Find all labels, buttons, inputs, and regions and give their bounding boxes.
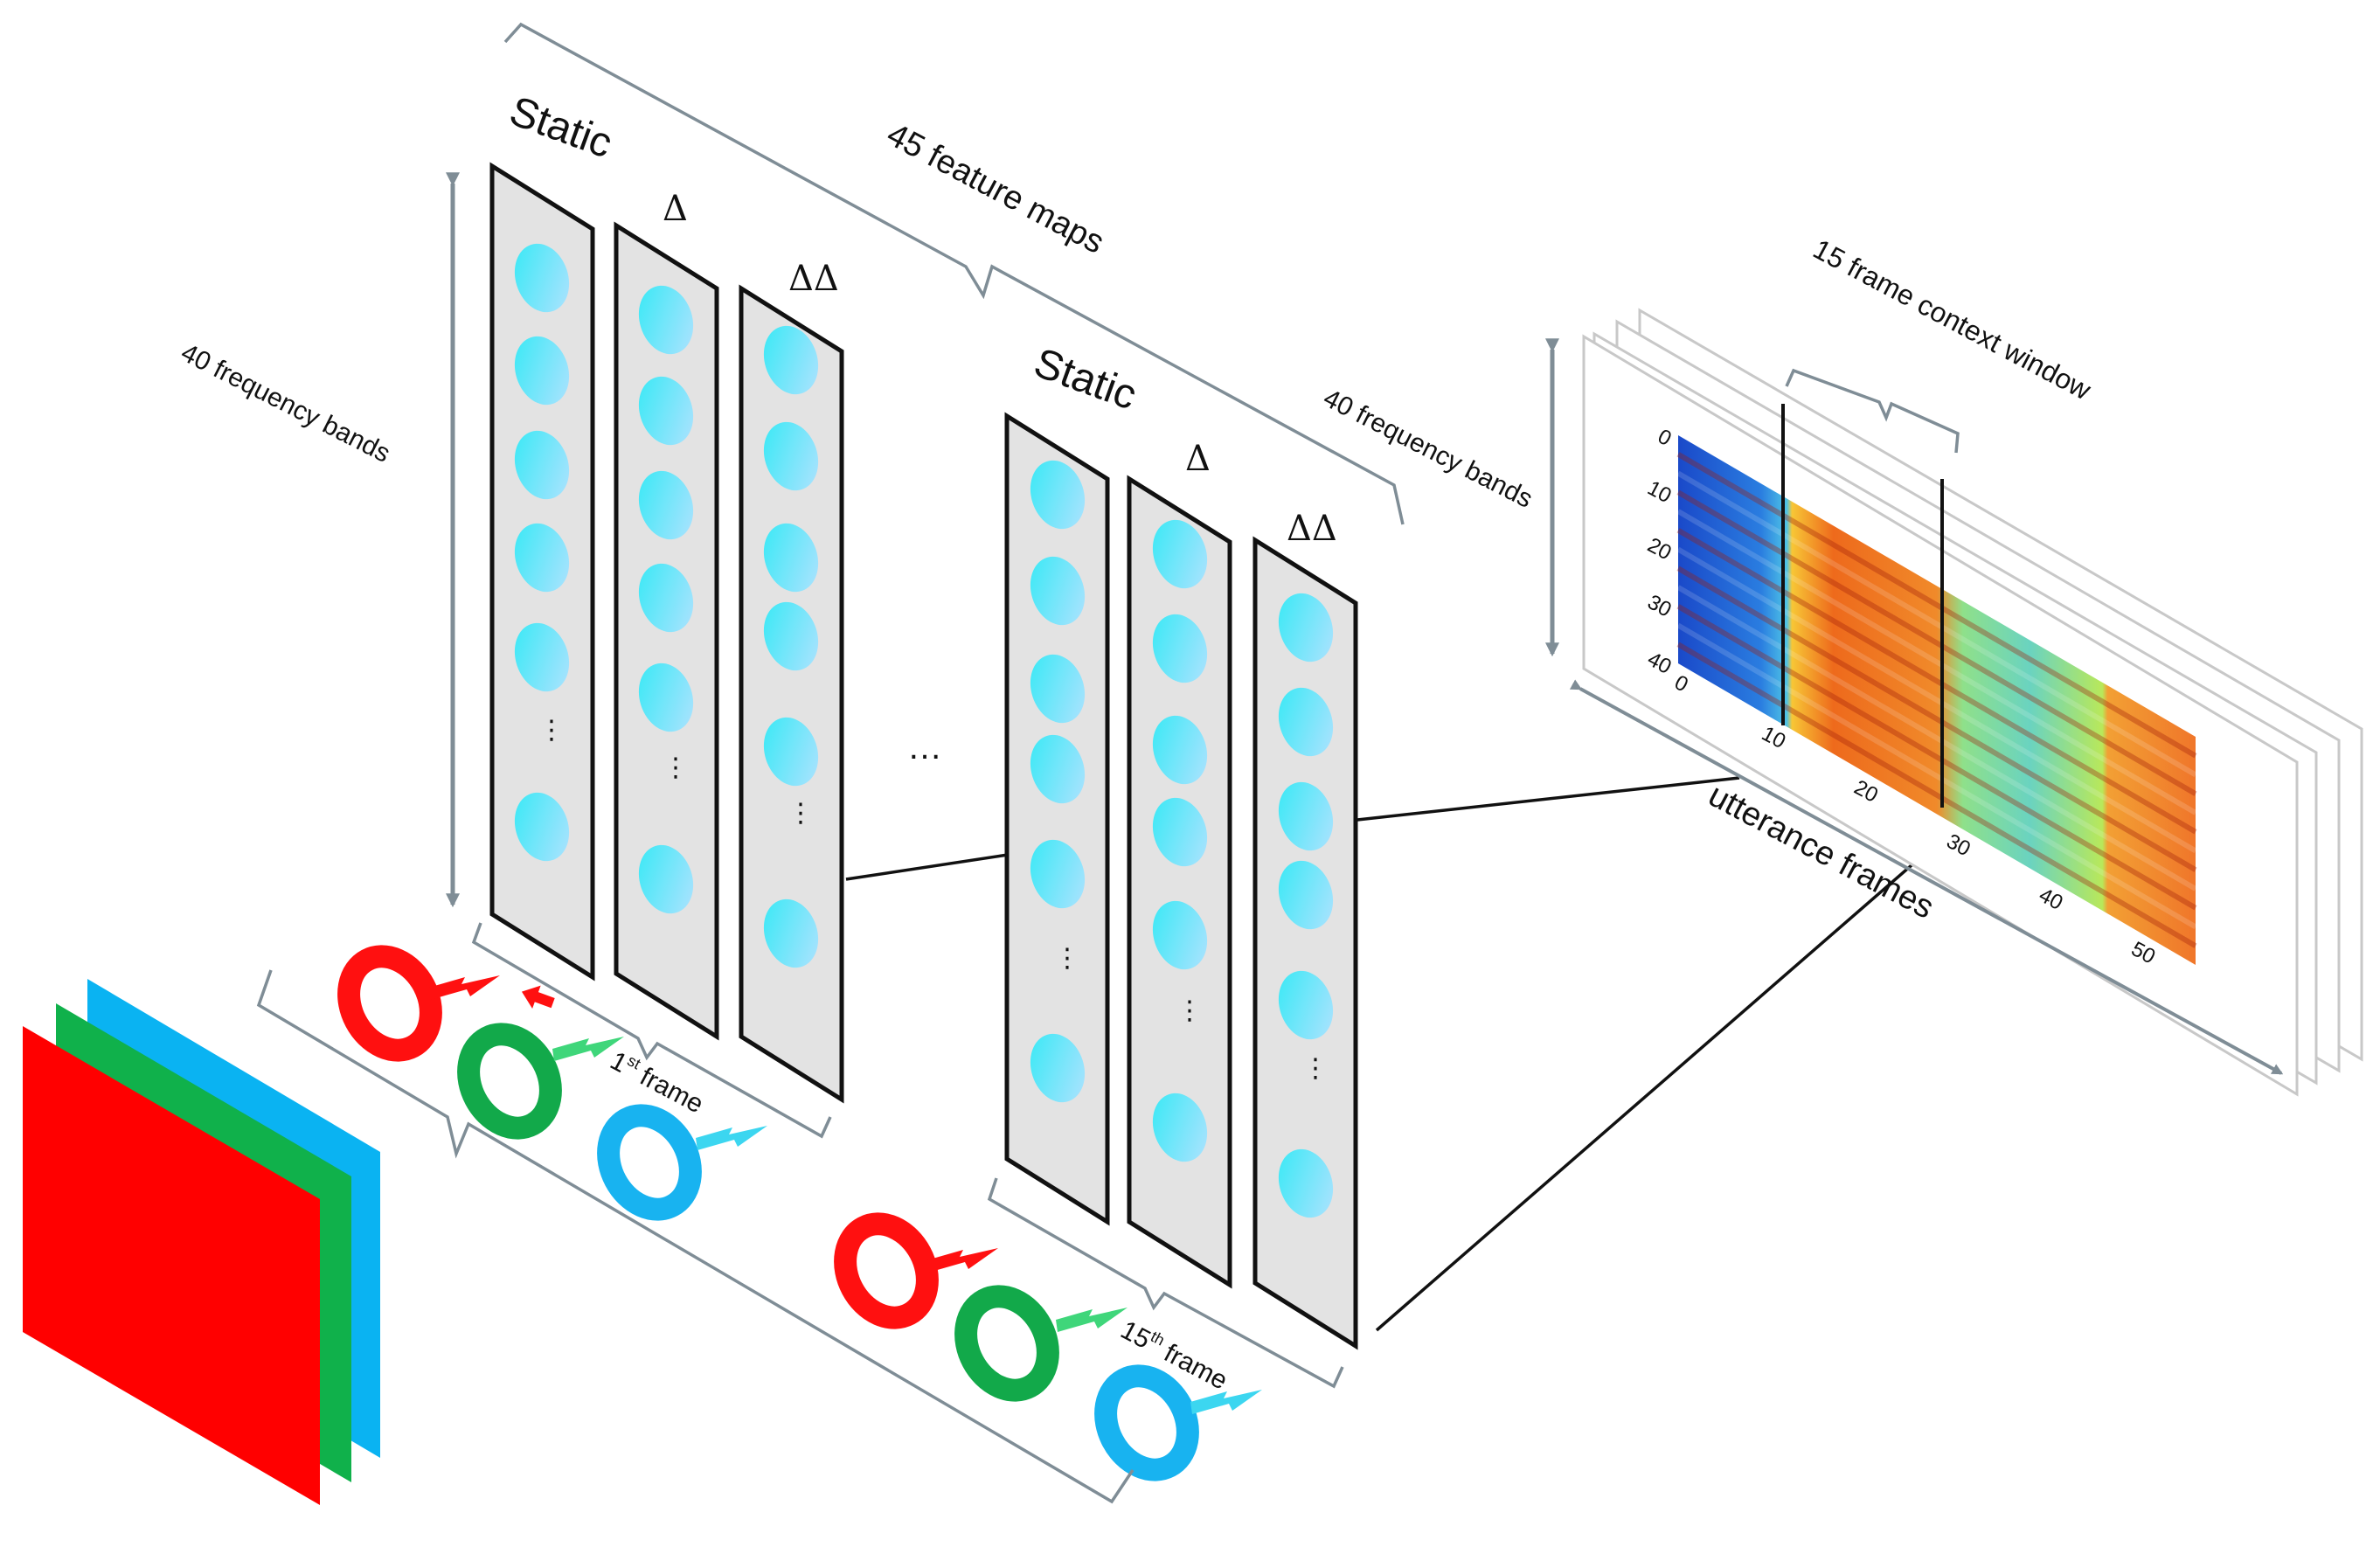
node-circle [763,717,819,787]
node-circle [638,563,694,633]
node-circle [1278,1148,1334,1218]
feature-maps-bracket [503,22,1405,525]
node-circle [763,325,819,395]
delta-label-1: Δ [663,189,688,229]
node-circle [1030,654,1086,724]
node-circle [1152,797,1208,867]
feature-group-1: Static Δ ΔΔ ⋮ ⋮ ⋮ [489,88,844,1104]
node-circle [638,470,694,540]
bottom-bracket [256,969,1134,1504]
first-frame-bracket [471,922,832,1139]
static-column-1: ⋮ [489,162,595,982]
fifteenth-frame-number: 15 [1116,1315,1155,1355]
red-arrow-1 [428,975,500,1000]
blue-ring-15 [1094,1364,1199,1481]
context-window-bracket [1785,368,1960,454]
node-circle [1278,970,1334,1040]
column-dots: ⋮ [1176,996,1203,1025]
node-circle [514,336,570,406]
node-circle [514,243,570,313]
delta-column-2: ⋮ [1127,475,1232,1289]
delta2-column-1: ⋮ [739,284,844,1104]
columns-ellipsis: … [907,728,942,767]
utterance-frames-arrow [1569,679,2284,1075]
delta2-label-1: ΔΔ [788,259,839,299]
delta2-label-2: ΔΔ [1287,509,1337,549]
freq-bands-left-label: 40 frequency bands [177,338,395,468]
red-arrow-15 [926,1248,998,1273]
node-circle [1278,781,1334,851]
node-circle [514,523,570,593]
delta2-column-2: ⋮ [1252,536,1358,1350]
context-window-label: 15 frame context window [1808,232,2097,406]
fifteenth-frame-bracket [987,1177,1344,1389]
red-plane [23,1026,320,1505]
node-circle [1030,460,1086,530]
green-arrow-15 [1056,1308,1128,1332]
node-circle [1278,593,1334,663]
node-circle [1152,614,1208,683]
node-circle [514,622,570,692]
static-label-1: Static [503,88,618,168]
delta-label-2: Δ [1185,439,1211,479]
node-circle [1152,519,1208,589]
node-circle [1278,687,1334,757]
column-dots: ⋮ [538,716,565,745]
node-circle [514,792,570,862]
feature-group-2: Static Δ ΔΔ ⋮ ⋮ ⋮ [1004,340,1358,1350]
column-dots: ⋮ [1302,1054,1329,1083]
node-circle [763,601,819,671]
node-circle [1030,1033,1086,1103]
green-ring-1 [457,1023,562,1140]
node-circle [763,523,819,593]
fifteenth-frame-rings [834,1212,1262,1481]
red-ring-1 [337,945,555,1062]
node-circle [638,376,694,446]
node-circle [1030,839,1086,909]
rgb-input-planes [23,979,380,1505]
delta-column-1: ⋮ [614,221,719,1041]
column-dots: ⋮ [788,799,814,828]
blue-arrow-1 [696,1126,767,1150]
node-circle [514,430,570,500]
node-circle [1152,715,1208,785]
node-circle [638,663,694,732]
blue-ring-1 [597,1104,702,1221]
first-frame-rings [337,945,767,1221]
column-dots: ⋮ [1054,944,1080,973]
node-circle [638,844,694,914]
node-circle [1030,556,1086,626]
node-circle [638,285,694,355]
column-dots: ⋮ [663,753,689,782]
blue-arrow-15 [1190,1390,1262,1414]
node-circle [763,898,819,968]
green-arrow-1 [552,1037,624,1061]
red-ring-15 [834,1212,939,1329]
green-ring-15 [954,1285,1059,1402]
node-circle [1030,734,1086,804]
node-circle [763,421,819,491]
node-circle [1152,900,1208,970]
static-label-2: Static [1028,340,1142,420]
static-column-2: ⋮ [1004,412,1110,1226]
freq-bands-right-label: 40 frequency bands [1319,384,1537,514]
node-circle [1278,860,1334,930]
node-circle [1152,1093,1208,1162]
